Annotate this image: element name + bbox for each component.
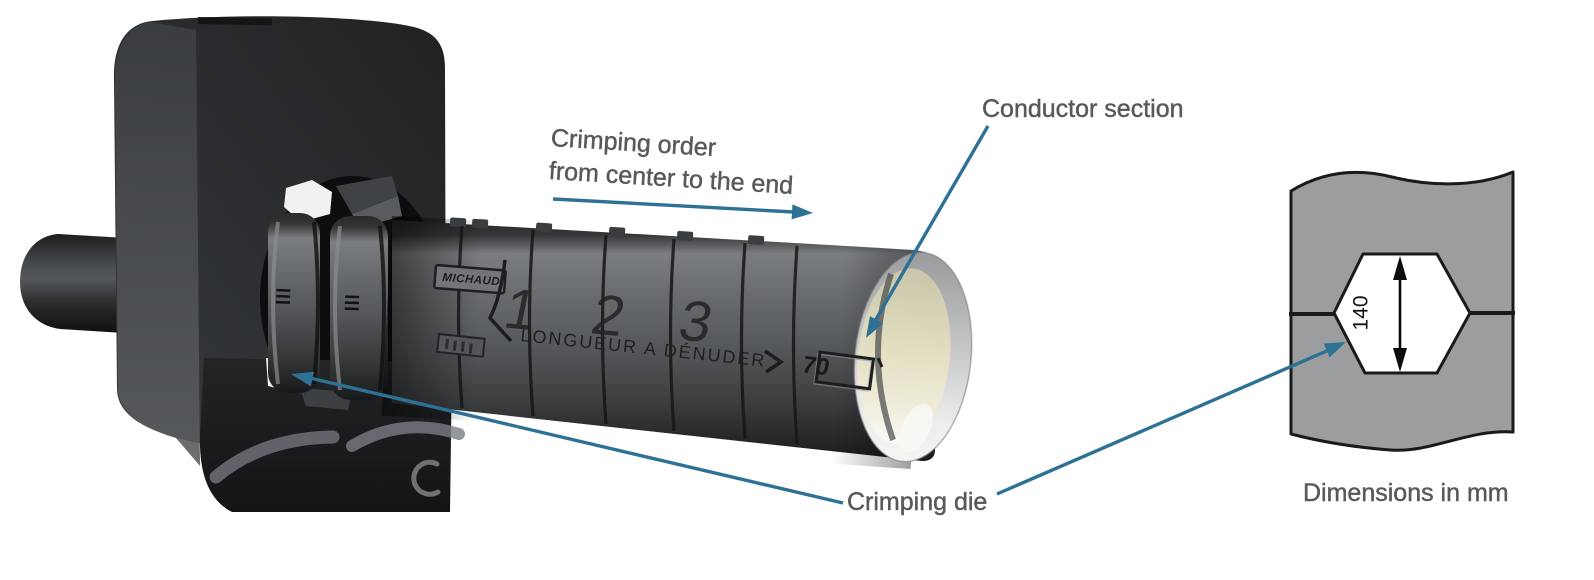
- sleeve-ring-stamp-marks: [275, 288, 360, 311]
- strip-length-chevron-right: [764, 349, 785, 374]
- conductor-size-box-emboss: [813, 353, 873, 392]
- die-dimension-arrow: [1393, 256, 1407, 372]
- stamp-box-marks: [444, 338, 473, 354]
- die-dimension-value: 140: [1350, 295, 1373, 330]
- sleeve-end-rim-edge: [853, 251, 973, 463]
- crimping-order-arrow: [552, 197, 813, 220]
- conductor-section-leader: [866, 125, 990, 338]
- die-holder-wedge-top: [336, 176, 398, 214]
- sleeve-ring-2: [330, 216, 388, 400]
- strip-length-chevron-left: [487, 259, 513, 343]
- clamp-highlight-arc-right: [346, 421, 465, 452]
- leader-lines: [291, 125, 1346, 505]
- tool-head-left-bevel: [114, 22, 200, 466]
- crimping-die-leader-right: [996, 342, 1346, 496]
- crimp-sleeve-body: [392, 220, 935, 461]
- clamp-highlight-arc-left: [209, 430, 340, 484]
- brand-text: MICHAUD: [442, 272, 501, 288]
- dimensions-note-label: Dimensions in mm: [1303, 479, 1509, 507]
- conductor-section-label: Conductor section: [982, 95, 1184, 123]
- sleeve-top-ridges: [449, 217, 765, 245]
- die-cross-section-diagram: 140: [1289, 170, 1515, 452]
- conductor-core-shadow: [875, 273, 896, 441]
- cable: [20, 234, 126, 333]
- crimping-die-leader-left: [291, 371, 844, 505]
- conductor-size-tick: [876, 357, 884, 368]
- crimping-die-label: Crimping die: [847, 488, 988, 516]
- conductor-size-text: 70: [800, 351, 832, 381]
- brand-plaque: [433, 263, 507, 295]
- conductor-size-box: [814, 350, 876, 391]
- sleeve-grooves: [456, 225, 799, 445]
- conductor-core-highlight: [899, 403, 933, 453]
- sleeve-left-shading: [381, 216, 484, 421]
- stamp-box: [436, 332, 486, 358]
- sleeve-ring-1: [268, 213, 320, 393]
- clamp-ring-highlight: [411, 459, 441, 497]
- crimping-die-top-white: [284, 180, 332, 222]
- tool-head-top-step: [197, 17, 272, 26]
